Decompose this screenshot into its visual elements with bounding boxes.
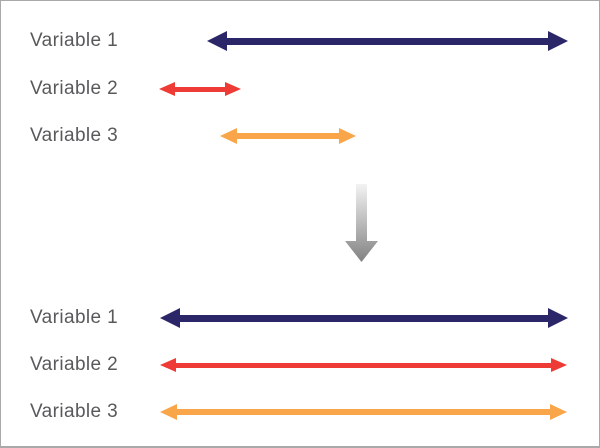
arrowhead-left-icon bbox=[160, 308, 180, 328]
arrowhead-right-icon bbox=[550, 404, 567, 420]
arrowhead-right-icon bbox=[548, 308, 568, 328]
arrowhead-left-icon bbox=[160, 404, 177, 420]
arrowhead-right-icon bbox=[551, 357, 567, 372]
variable-row-after-2: Variable 2 bbox=[1, 345, 599, 385]
variable-row-before-3: Variable 3 bbox=[1, 116, 599, 156]
variable-label: Variable 1 bbox=[30, 307, 119, 328]
variable-row-after-3: Variable 3 bbox=[1, 392, 599, 432]
arrow-shaft bbox=[173, 362, 554, 368]
range-arrow-icon bbox=[159, 81, 241, 97]
range-arrow-icon bbox=[207, 31, 568, 51]
range-arrow-icon bbox=[160, 308, 568, 328]
range-arrow-icon bbox=[160, 404, 567, 420]
variable-label: Variable 3 bbox=[30, 125, 119, 146]
arrow-shaft bbox=[174, 409, 553, 415]
variable-label: Variable 2 bbox=[30, 78, 119, 99]
arrowhead-right-icon bbox=[339, 128, 356, 144]
arrowhead-right-icon bbox=[225, 81, 241, 96]
arrowhead-left-icon bbox=[220, 128, 237, 144]
variable-label: Variable 3 bbox=[30, 401, 119, 422]
arrowhead-right-icon bbox=[548, 31, 568, 51]
transform-down-arrow-icon bbox=[345, 184, 378, 262]
arrowhead-left-icon bbox=[160, 357, 176, 372]
arrow-shaft bbox=[177, 314, 551, 322]
variable-row-after-1: Variable 1 bbox=[1, 298, 599, 338]
range-arrow-icon bbox=[160, 357, 567, 373]
arrowhead-left-icon bbox=[159, 81, 175, 96]
arrowhead-left-icon bbox=[207, 31, 227, 51]
arrow-shaft bbox=[224, 37, 551, 45]
variable-row-before-1: Variable 1 bbox=[1, 21, 599, 61]
variable-label: Variable 2 bbox=[30, 354, 119, 375]
arrow-shaft bbox=[172, 86, 228, 92]
variable-label: Variable 1 bbox=[30, 30, 119, 51]
arrow-shaft bbox=[234, 133, 342, 139]
variable-row-before-2: Variable 2 bbox=[1, 69, 599, 109]
range-arrow-icon bbox=[220, 128, 356, 144]
